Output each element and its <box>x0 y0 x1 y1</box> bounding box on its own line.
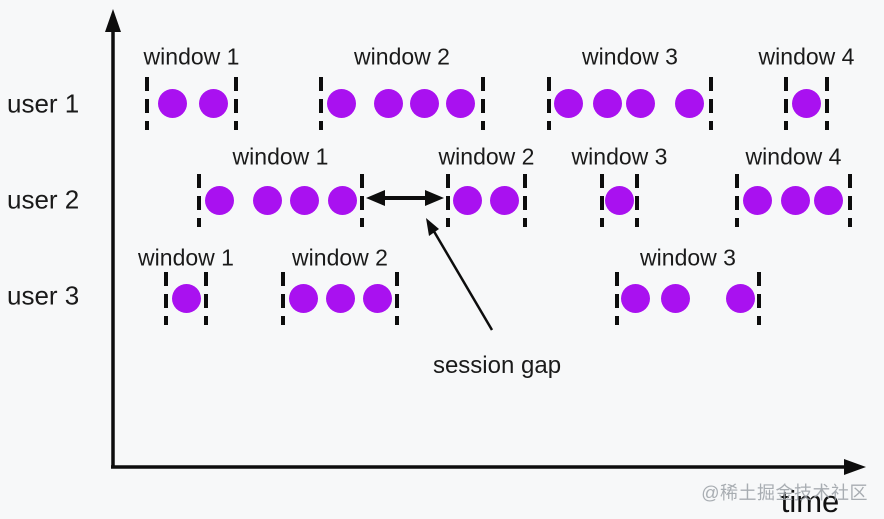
event-dot-user1-w1-2 <box>199 89 228 118</box>
window-label-user2-w1: window 1 <box>232 143 329 170</box>
pointer-arrowhead-icon <box>426 218 439 236</box>
window-left-bracket-user2-w3 <box>600 174 604 227</box>
event-dot-user2-w2-1 <box>453 186 482 215</box>
window-left-bracket-user3-w3 <box>615 272 619 325</box>
session-gap-pointer-arrow <box>426 218 494 331</box>
event-dot-user1-w1-1 <box>158 89 187 118</box>
window-label-user3-w3: window 3 <box>640 244 736 271</box>
window-right-bracket-user3-w2 <box>395 272 399 325</box>
window-label-user1-w3: window 3 <box>582 43 678 70</box>
window-label-user3-w1: window 1 <box>138 244 234 271</box>
y-axis-arrowhead-icon <box>105 9 121 32</box>
window-right-bracket-user2-w2 <box>523 174 527 227</box>
event-dot-user1-w3-4 <box>675 89 704 118</box>
window-right-bracket-user3-w3 <box>757 272 761 325</box>
event-dot-user3-w2-3 <box>363 284 392 313</box>
window-right-bracket-user2-w4 <box>848 174 852 227</box>
window-label-user1-w1: window 1 <box>143 43 240 70</box>
event-dot-user3-w1-1 <box>172 284 201 313</box>
double-arrow-right-head-icon <box>425 190 444 206</box>
window-left-bracket-user1-w3 <box>547 77 551 130</box>
event-dot-user1-w3-1 <box>554 89 583 118</box>
event-dot-user1-w2-2 <box>374 89 403 118</box>
user-label-3: user 3 <box>7 280 80 311</box>
window-label-user1-w2: window 2 <box>354 43 450 70</box>
event-dot-user1-w2-4 <box>446 89 475 118</box>
double-arrow-left-head-icon <box>366 190 385 206</box>
window-right-bracket-user1-w3 <box>709 77 713 130</box>
window-right-bracket-user2-w3 <box>635 174 639 227</box>
window-right-bracket-user2-w1 <box>360 174 364 227</box>
event-dot-user2-w3-1 <box>605 186 634 215</box>
window-right-bracket-user1-w1 <box>234 77 238 130</box>
event-dot-user2-w2-2 <box>490 186 519 215</box>
window-left-bracket-user2-w4 <box>735 174 739 227</box>
event-dot-user1-w2-1 <box>327 89 356 118</box>
window-left-bracket-user1-w4 <box>784 77 788 130</box>
event-dot-user3-w3-3 <box>726 284 755 313</box>
window-label-user2-w2: window 2 <box>438 143 535 170</box>
watermark: @稀土掘金技术社区 <box>701 483 868 503</box>
time-axis-label: time <box>780 484 840 519</box>
window-left-bracket-user3-w2 <box>281 272 285 325</box>
event-dot-user3-w2-1 <box>289 284 318 313</box>
session-gap-double-arrow <box>366 190 444 206</box>
window-label-user1-w4: window 4 <box>758 43 855 70</box>
window-left-bracket-user1-w1 <box>145 77 149 130</box>
window-label-user2-w4: window 4 <box>745 143 842 170</box>
event-dot-user3-w3-2 <box>661 284 690 313</box>
window-right-bracket-user1-w2 <box>481 77 485 130</box>
user-label-2: user 2 <box>7 184 80 215</box>
event-dot-user2-w1-4 <box>328 186 357 215</box>
window-left-bracket-user2-w2 <box>446 174 450 227</box>
event-dot-user3-w3-1 <box>621 284 650 313</box>
window-left-bracket-user1-w2 <box>319 77 323 130</box>
event-dot-user1-w3-2 <box>593 89 622 118</box>
window-label-user3-w2: window 2 <box>292 244 388 271</box>
event-dot-user2-w4-3 <box>814 186 843 215</box>
window-right-bracket-user3-w1 <box>204 272 208 325</box>
event-dot-user2-w4-1 <box>743 186 772 215</box>
session-gap-label: session gap <box>432 352 562 379</box>
window-right-bracket-user1-w4 <box>825 77 829 130</box>
event-dot-user1-w2-3 <box>410 89 439 118</box>
event-dot-user1-w3-3 <box>626 89 655 118</box>
event-dot-user1-w4-1 <box>792 89 821 118</box>
event-dot-user2-w1-3 <box>290 186 319 215</box>
event-dot-user2-w1-1 <box>205 186 234 215</box>
event-dot-user2-w4-2 <box>781 186 810 215</box>
window-left-bracket-user2-w1 <box>197 174 201 227</box>
window-left-bracket-user3-w1 <box>164 272 168 325</box>
window-label-user2-w3: window 3 <box>571 143 668 170</box>
user-label-1: user 1 <box>7 88 80 119</box>
x-axis-arrowhead-icon <box>844 459 866 475</box>
event-dot-user2-w1-2 <box>253 186 282 215</box>
event-dot-user3-w2-2 <box>326 284 355 313</box>
